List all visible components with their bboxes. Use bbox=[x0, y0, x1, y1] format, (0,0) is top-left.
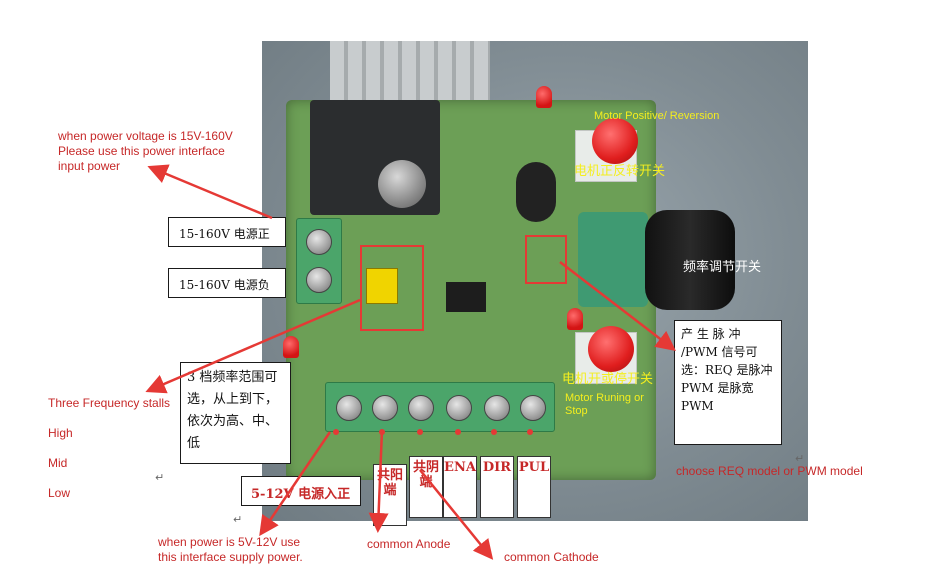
note-frequency-mid: Mid bbox=[48, 456, 68, 470]
terminal-screw bbox=[306, 229, 332, 255]
jumper-highlight bbox=[360, 245, 424, 331]
power-terminal-block bbox=[296, 218, 342, 304]
paragraph-mark: ↵ bbox=[795, 452, 805, 465]
signal-terminal-block bbox=[325, 382, 555, 432]
led-right bbox=[567, 308, 583, 330]
note-low-power-2: this interface supply power. bbox=[158, 550, 303, 564]
terminal-screw bbox=[306, 267, 332, 293]
board-label-direction-cn: 电机正反转开关 bbox=[574, 163, 666, 178]
note-high-power-3: input power bbox=[58, 159, 121, 173]
heatsink-fins bbox=[330, 41, 490, 111]
note-high-power-1: when power voltage is 15V-160V bbox=[58, 129, 233, 143]
terminal-screw bbox=[372, 395, 398, 421]
anode-label: 共阳端 bbox=[373, 464, 407, 526]
dir-label: DIR bbox=[480, 456, 514, 518]
ic-chip bbox=[446, 282, 486, 312]
terminal-screw bbox=[336, 395, 362, 421]
paragraph-mark: ↵ bbox=[233, 513, 243, 526]
pul-label: PUL bbox=[517, 456, 551, 518]
power-negative-box: 15-160V 电源负 bbox=[168, 268, 286, 298]
led-top bbox=[536, 86, 552, 108]
note-low-power-1: when power is 5V-12V use bbox=[158, 535, 301, 549]
board-label-runstop-cn: 电机开或停开关 bbox=[562, 371, 654, 386]
heatsink-screw bbox=[378, 160, 426, 208]
frequency-range-box: 3 档频率范围可选，从上到下，依次为高、中、低 bbox=[180, 362, 291, 464]
potentiometer bbox=[578, 212, 648, 307]
note-mode-choice: choose REQ model or PWM model bbox=[676, 464, 863, 478]
note-frequency-title: Three Frequency stalls bbox=[48, 396, 171, 410]
terminal-screw bbox=[408, 395, 434, 421]
direction-button bbox=[592, 118, 638, 164]
pulse-mode-box: 产 生 脉 冲 /PWM 信号可选：REQ 是脉冲 PWM 是脉宽 PWM bbox=[674, 320, 782, 445]
note-common-cathode: common Cathode bbox=[504, 550, 599, 564]
power-positive-box: 15-160V 电源正 bbox=[168, 217, 286, 247]
board-label-knob-cn: 频率调节开关 bbox=[683, 260, 762, 275]
terminal-screw bbox=[446, 395, 472, 421]
run-stop-button bbox=[588, 326, 634, 372]
note-high-power-2: Please use this power interface bbox=[58, 144, 225, 158]
capacitor bbox=[516, 162, 556, 222]
terminal-screw bbox=[520, 395, 546, 421]
note-frequency-high: High bbox=[48, 426, 73, 440]
ena-label: ENA bbox=[443, 456, 477, 518]
note-frequency-low: Low bbox=[48, 486, 71, 500]
led-left bbox=[283, 336, 299, 358]
paragraph-mark: ↵ bbox=[155, 471, 165, 484]
pulse-selector-highlight bbox=[525, 235, 567, 284]
cathode-label: 共阴端 bbox=[409, 456, 443, 518]
terminal-screw bbox=[484, 395, 510, 421]
note-common-anode: common Anode bbox=[367, 537, 451, 551]
board-label-runstop-en: Motor Runing or Stop bbox=[565, 392, 644, 417]
board-label-direction-en: Motor Positive/ Reversion bbox=[594, 110, 720, 122]
frequency-jumper bbox=[366, 268, 398, 304]
low-power-box: 5-12V 电源入正 bbox=[241, 476, 361, 506]
